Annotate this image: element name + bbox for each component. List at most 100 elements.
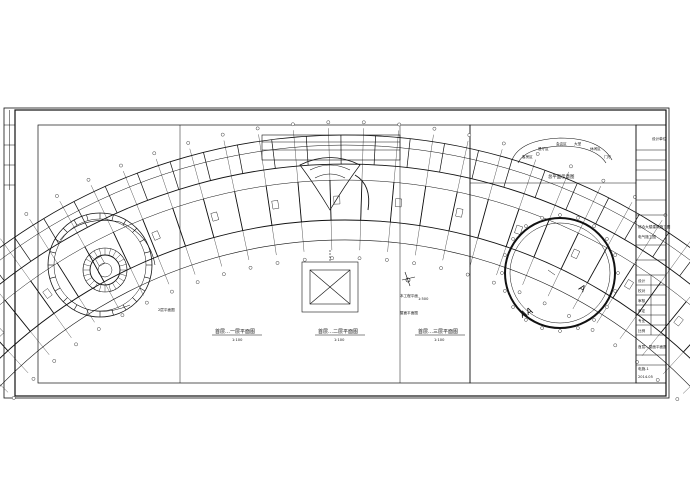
grid-bubble xyxy=(196,281,199,284)
grid-bubble xyxy=(468,133,471,136)
curved-building-walls xyxy=(0,135,690,466)
grid-bubble xyxy=(170,290,173,293)
wing-partition xyxy=(116,281,121,286)
column-bubble xyxy=(559,330,562,333)
key-plan-scale: 1:500 xyxy=(418,297,429,301)
fixture-box xyxy=(571,249,580,259)
grid-bubble xyxy=(502,142,505,145)
title-block-row-label: 审定 xyxy=(638,308,646,313)
wing-partition xyxy=(86,259,92,263)
room-wall xyxy=(298,182,301,222)
plan-title-mid: 首层…二层平面图 xyxy=(318,328,358,335)
grid-bubble xyxy=(74,343,77,346)
grid-line xyxy=(663,284,690,374)
grid-bubble xyxy=(614,344,617,347)
room-wall xyxy=(420,186,426,226)
fixture-box xyxy=(0,327,4,337)
grid-bubble xyxy=(97,327,100,330)
key-plan-room-label: 客房区 xyxy=(522,154,533,159)
column-bubble xyxy=(559,214,562,217)
room-wall xyxy=(0,258,4,281)
wing-partition xyxy=(63,228,67,232)
wing-partition xyxy=(89,281,94,286)
room-wall xyxy=(105,186,117,212)
key-note: 本工程平面 xyxy=(400,293,418,298)
column-bubble xyxy=(617,272,620,275)
room-wall xyxy=(390,182,394,222)
grid-bubble xyxy=(536,152,539,155)
room-wall xyxy=(203,152,210,180)
wing-partition xyxy=(144,277,150,279)
wing-partition xyxy=(99,284,101,291)
grid-bubble xyxy=(222,273,225,276)
title-block-designer: 设计单位 xyxy=(652,136,667,141)
plan-title-left: 首层…一层平面图 xyxy=(215,328,255,335)
key-plan-room-label: 会议区 xyxy=(556,141,567,146)
column-bubble xyxy=(524,225,527,228)
room-wall xyxy=(237,145,242,174)
section-label-aa: AA xyxy=(519,306,535,321)
wing-partition xyxy=(109,284,111,291)
fixture-box xyxy=(395,199,402,207)
room-wall xyxy=(170,162,179,190)
grid-bubble xyxy=(291,123,294,126)
room-wall xyxy=(266,186,272,226)
column-bubble xyxy=(541,216,544,219)
room-wall xyxy=(5,300,30,331)
grid-bubble xyxy=(327,121,330,124)
room-wall xyxy=(330,180,331,220)
room-partitions xyxy=(0,135,690,440)
room-wall xyxy=(137,173,147,200)
wing-partition xyxy=(118,259,124,263)
fixture-box xyxy=(456,208,463,217)
wing-partition xyxy=(144,252,150,254)
atrium-square xyxy=(302,250,358,312)
wing-partition xyxy=(119,264,126,266)
grid-bubble xyxy=(412,262,415,265)
north-arrow xyxy=(402,272,415,286)
grid-bubble xyxy=(55,194,58,197)
room-wall xyxy=(535,170,545,197)
column-bubble xyxy=(576,327,579,330)
grid-bubble xyxy=(32,377,35,380)
section-label-a: A xyxy=(576,283,587,295)
grid-bubble xyxy=(439,266,442,269)
wing-partition xyxy=(118,278,124,282)
fixture-box xyxy=(674,316,684,326)
room-wall xyxy=(561,233,578,269)
wing-partition xyxy=(86,278,92,282)
grid-line xyxy=(0,260,49,355)
wing-partition xyxy=(63,298,67,302)
grid-bubble xyxy=(602,179,605,182)
wing-partition xyxy=(113,283,117,289)
title-block-date: 2014.05 xyxy=(638,375,653,379)
title-block-row-label: 审核 xyxy=(638,298,646,303)
right-plan-note: 屋面平面图 xyxy=(400,310,418,315)
key-plan-room-label: 大堂 xyxy=(574,141,582,146)
far-left-note: 2层平面图 xyxy=(158,307,175,312)
column-bubble xyxy=(503,289,506,292)
grid-bubble xyxy=(385,258,388,261)
fixture-box xyxy=(272,200,279,209)
room-wall xyxy=(534,220,549,257)
fixture-box xyxy=(43,289,53,299)
grid-bubble xyxy=(466,273,469,276)
grid-bubble xyxy=(221,133,224,136)
structural-grid-lines xyxy=(0,128,690,457)
room-wall xyxy=(306,136,308,165)
grid-line xyxy=(620,240,690,339)
right-hall-columns xyxy=(501,214,620,333)
room-wall xyxy=(31,281,54,314)
wing-partition xyxy=(133,298,137,302)
room-wall xyxy=(449,192,457,231)
room-wall xyxy=(407,139,410,168)
title-block-row-label: 比例 xyxy=(638,328,646,333)
column-bubble xyxy=(605,306,608,309)
room-wall xyxy=(661,302,686,333)
title-block-drawing-no: 电施-1 xyxy=(638,366,649,371)
wing-partition xyxy=(87,215,89,221)
title-block-row-label: 校对 xyxy=(638,288,646,293)
grid-bubble xyxy=(567,314,570,317)
room-wall xyxy=(596,198,609,224)
key-plan-room-label: 休闲区 xyxy=(590,146,601,151)
